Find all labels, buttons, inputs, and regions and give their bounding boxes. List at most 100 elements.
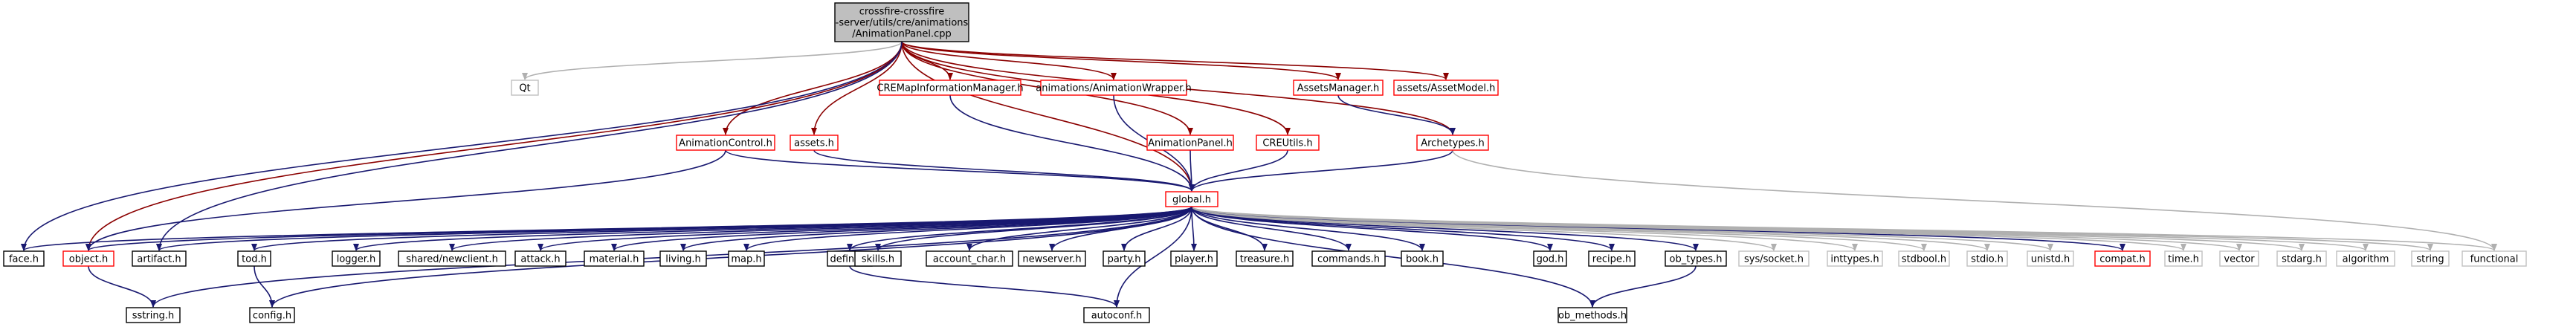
node-global[interactable]: global.h bbox=[1165, 191, 1218, 207]
node-assets[interactable]: assets.h bbox=[790, 135, 839, 151]
node-box-assetmodel bbox=[1393, 80, 1499, 96]
node-label-string: string bbox=[2416, 254, 2444, 265]
node-functional[interactable]: functional bbox=[2462, 250, 2527, 267]
node-box-autoconf bbox=[1083, 307, 1150, 323]
node-label-archetypes: Archetypes.h bbox=[1421, 138, 1485, 149]
edge-animctrl-to-object bbox=[85, 149, 726, 251]
edge-global-to-commands bbox=[1191, 206, 1352, 251]
node-box-string bbox=[2411, 250, 2450, 267]
node-unistd[interactable]: unistd.h bbox=[2027, 250, 2074, 267]
node-config[interactable]: config.h bbox=[249, 307, 295, 323]
node-object[interactable]: object.h bbox=[62, 250, 114, 267]
node-syssocket[interactable]: sys/socket.h bbox=[1738, 250, 1810, 267]
node-label-material: material.h bbox=[590, 254, 639, 265]
node-label-root: /AnimationPanel.cpp bbox=[852, 29, 952, 40]
node-root[interactable]: crossfire-crossfire-server/utils/cre/ani… bbox=[834, 2, 969, 42]
node-animwrap[interactable]: animations/AnimationWrapper.h bbox=[1036, 80, 1192, 96]
node-box-unistd bbox=[2027, 250, 2074, 267]
node-commands[interactable]: commands.h bbox=[1311, 250, 1386, 267]
edge-tod-to-config bbox=[254, 265, 275, 308]
node-label-unistd: unistd.h bbox=[2031, 254, 2070, 265]
node-attack[interactable]: attack.h bbox=[514, 250, 566, 267]
node-label-vector: vector bbox=[2224, 254, 2255, 265]
node-party[interactable]: party.h bbox=[1103, 250, 1146, 267]
node-vector[interactable]: vector bbox=[2219, 250, 2259, 267]
node-map[interactable]: map.h bbox=[728, 250, 765, 267]
node-label-animctrl: AnimationControl.h bbox=[679, 138, 772, 149]
edge-global-to-skills bbox=[875, 206, 1192, 251]
node-logger[interactable]: logger.h bbox=[332, 250, 381, 267]
node-treasure[interactable]: treasure.h bbox=[1236, 250, 1294, 267]
node-box-god bbox=[1533, 250, 1567, 267]
node-label-assetsmgr: AssetsManager.h bbox=[1297, 83, 1379, 94]
node-label-account: account_char.h bbox=[933, 254, 1006, 265]
node-string[interactable]: string bbox=[2411, 250, 2450, 267]
node-box-functional bbox=[2462, 250, 2527, 267]
node-recipe[interactable]: recipe.h bbox=[1588, 250, 1636, 267]
node-label-map: map.h bbox=[731, 254, 761, 265]
node-stdarg[interactable]: stdarg.h bbox=[2276, 250, 2327, 267]
node-cremap[interactable]: CREMapInformationManager.h bbox=[877, 80, 1024, 96]
node-obtypes[interactable]: ob_types.h bbox=[1665, 250, 1727, 267]
node-player[interactable]: player.h bbox=[1170, 250, 1218, 267]
node-label-attack: attack.h bbox=[520, 254, 560, 265]
node-box-assetsmgr bbox=[1293, 80, 1384, 96]
node-box-animwrap bbox=[1040, 80, 1187, 96]
node-box-object bbox=[62, 250, 114, 267]
node-creutils[interactable]: CREUtils.h bbox=[1256, 135, 1320, 151]
node-newserver[interactable]: newserver.h bbox=[1018, 250, 1086, 267]
node-book[interactable]: book.h bbox=[1401, 250, 1444, 267]
node-label-commands: commands.h bbox=[1317, 254, 1380, 265]
node-tod[interactable]: tod.h bbox=[237, 250, 271, 267]
node-time[interactable]: time.h bbox=[2164, 250, 2203, 267]
node-box-face bbox=[3, 250, 45, 267]
node-box-vector bbox=[2219, 250, 2259, 267]
node-label-assetmodel: assets/AssetModel.h bbox=[1397, 83, 1496, 94]
node-skills[interactable]: skills.h bbox=[854, 250, 902, 267]
node-label-object: object.h bbox=[69, 254, 108, 265]
node-label-god: god.h bbox=[1537, 254, 1564, 265]
node-label-skills: skills.h bbox=[862, 254, 894, 265]
edge-root-to-artifact bbox=[156, 41, 903, 251]
edge-assetsmgr-to-archetypes bbox=[1337, 94, 1456, 135]
node-label-party: party.h bbox=[1108, 254, 1141, 265]
node-god[interactable]: god.h bbox=[1533, 250, 1567, 267]
node-living[interactable]: living.h bbox=[659, 250, 707, 267]
node-compat[interactable]: compat.h bbox=[2094, 250, 2151, 267]
node-assetsmgr[interactable]: AssetsManager.h bbox=[1293, 80, 1384, 96]
node-box-skills bbox=[854, 250, 902, 267]
node-artifact[interactable]: artifact.h bbox=[132, 250, 187, 267]
node-obmethods[interactable]: ob_methods.h bbox=[1557, 307, 1627, 323]
node-box-newserver bbox=[1018, 250, 1086, 267]
edge-root-to-assetmodel bbox=[901, 41, 1449, 80]
node-animpanel[interactable]: AnimationPanel.h bbox=[1146, 135, 1234, 151]
edge-assets-to-global bbox=[813, 149, 1195, 192]
node-label-tod: tod.h bbox=[242, 254, 267, 265]
edge-global-to-map bbox=[743, 206, 1192, 251]
node-box-recipe bbox=[1588, 250, 1636, 267]
node-label-functional: functional bbox=[2470, 254, 2519, 265]
node-box-player bbox=[1170, 250, 1218, 267]
node-box-animctrl bbox=[676, 135, 775, 151]
node-stdbool[interactable]: stdbool.h bbox=[1898, 250, 1950, 267]
node-archetypes[interactable]: Archetypes.h bbox=[1416, 135, 1489, 151]
node-label-living: living.h bbox=[665, 254, 700, 265]
node-algorithm[interactable]: algorithm bbox=[2336, 250, 2395, 267]
node-inttypes[interactable]: inttypes.h bbox=[1827, 250, 1883, 267]
node-box-global bbox=[1165, 191, 1218, 207]
edge-global-to-autoconf bbox=[1114, 206, 1192, 308]
node-face[interactable]: face.h bbox=[3, 250, 45, 267]
node-qt[interactable]: Qt bbox=[511, 80, 539, 96]
node-autoconf[interactable]: autoconf.h bbox=[1083, 307, 1150, 323]
node-label-animwrap: animations/AnimationWrapper.h bbox=[1036, 83, 1191, 94]
node-animctrl[interactable]: AnimationControl.h bbox=[676, 135, 775, 151]
node-stdio[interactable]: stdio.h bbox=[1966, 250, 2008, 267]
node-newclient[interactable]: shared/newclient.h bbox=[398, 250, 506, 267]
node-label-logger: logger.h bbox=[337, 254, 376, 265]
node-assetmodel[interactable]: assets/AssetModel.h bbox=[1393, 80, 1499, 96]
node-label-creutils: CREUtils.h bbox=[1262, 138, 1312, 149]
node-account[interactable]: account_char.h bbox=[926, 250, 1013, 267]
node-sstring[interactable]: sstring.h bbox=[126, 307, 181, 323]
node-material[interactable]: material.h bbox=[584, 250, 645, 267]
edge-root-to-assetsmgr bbox=[901, 41, 1341, 80]
